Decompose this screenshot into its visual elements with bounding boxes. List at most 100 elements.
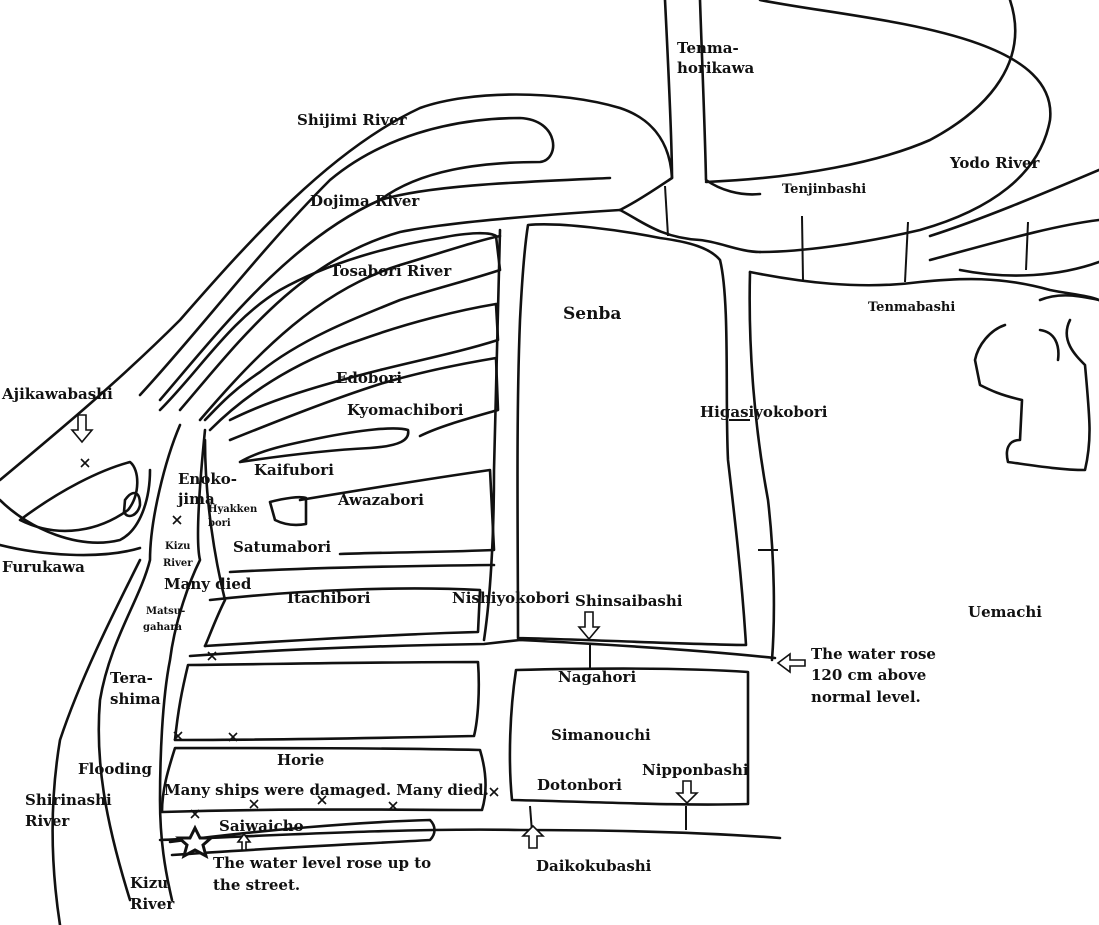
west-yoko-bank: [203, 438, 227, 648]
horie-district-label: Horie: [277, 751, 325, 769]
enoko-island: [122, 491, 142, 518]
yodo-river-east-bank: [928, 168, 1099, 238]
street-note-1: The water level rose up to: [213, 854, 432, 872]
ajikawabashi-label: Ajikawabashi: [2, 385, 113, 403]
daikokubashi-label: Daikokubashi: [536, 857, 652, 875]
itachibori-bank: [203, 587, 482, 648]
star-icon: [175, 824, 215, 860]
hyakken-bori-label-1: Hyakken: [208, 504, 258, 515]
furukawa-label: Furukawa: [2, 558, 85, 576]
edobori-bank: [208, 302, 500, 432]
kyomachibori-label: Kyomachibori: [347, 401, 464, 419]
higasiyokobori-east-bank: [748, 270, 776, 662]
tosabori-bank-south: [158, 231, 502, 422]
kizu-river-upper-label-1: Kizu: [165, 541, 191, 552]
yodo-river-east-bank-2: [928, 218, 1099, 262]
satumabori-bank: [228, 563, 496, 574]
kizu-river-west-bank: [97, 423, 182, 902]
street-note-2: the street.: [213, 876, 301, 894]
x-mark-icon: [80, 458, 499, 819]
edobori-label: Edobori: [336, 369, 403, 387]
itachibori-label: Itachibori: [287, 589, 371, 607]
water-rose-note-2: 120 cm above: [811, 666, 927, 684]
okawa-south-bank: [748, 270, 1099, 302]
kizu-river-east-bank: [158, 428, 207, 902]
hyakken-bori-label-2: bori: [208, 518, 231, 529]
dojima-island-south: [178, 208, 622, 412]
nagahori-north-bank: [188, 638, 777, 660]
saiwaicho-district-label: Saiwaicho: [219, 817, 304, 835]
water-rose-note-3: normal level.: [811, 688, 921, 706]
saiwaicho-block: [168, 818, 436, 857]
higasiyokobori-label: Higasiyokobori: [700, 403, 828, 421]
nishiyokobori-west-bank: [482, 228, 502, 642]
kizu-river-lower-label-2: River: [130, 895, 175, 913]
awazabori-label: Awazabori: [338, 491, 424, 509]
shirinashi-river-label-1: Shirinashi: [25, 791, 112, 809]
enoko-jima-label-2: jima: [178, 490, 215, 508]
left-arrow-icon: [776, 652, 806, 674]
hyakken-island: [268, 495, 308, 527]
okawa-north-bank: [618, 208, 762, 254]
furukawa-bank: [0, 543, 142, 557]
up-arrow-icon: [236, 832, 252, 851]
down-arrow-icon: [675, 780, 699, 805]
dotonbori-south-bank: [158, 828, 782, 842]
castle-moat-outline: [973, 294, 1099, 472]
shirinashi-river-label-2: River: [25, 812, 70, 830]
senba-district-label: Senba: [563, 304, 622, 324]
bridge-tick: [904, 221, 909, 283]
water-rose-note-1: The water rose: [811, 645, 936, 663]
nipponbashi-label: Nipponbashi: [642, 761, 749, 779]
tenma-horikawa-bank-west: [618, 0, 674, 212]
dojima-river-label: Dojima River: [310, 192, 420, 210]
yodo-river-east-bank-3: [958, 260, 1099, 277]
ajikawa-lower-bank: [0, 468, 152, 544]
tosabori-bank-north: [198, 234, 502, 422]
horie-north-block: [173, 660, 481, 742]
yodo-river-north-bank: [758, 0, 1052, 254]
shijimi-river-north-bank: [0, 93, 674, 482]
awazabori-bank: [298, 468, 496, 556]
down-arrow-icon: [577, 611, 601, 641]
tenma-horikawa-label-1: Tenma-: [677, 39, 739, 57]
shinsaibashi-label: Shinsaibashi: [575, 592, 683, 610]
tenjinbashi-label: Tenjinbashi: [782, 182, 867, 197]
tenmabashi-label: Tenmabashi: [868, 300, 956, 315]
matsugahara-label-2: gahara: [143, 622, 182, 633]
shijimi-river-south-bank: [138, 116, 555, 397]
dotonbori-label: Dotonbori: [537, 776, 622, 794]
many-died-note: Many died: [164, 575, 252, 593]
bridge-tick: [801, 215, 804, 281]
tenma-horikawa-label-2: horikawa: [677, 59, 755, 77]
shijimi-river-label: Shijimi River: [297, 111, 407, 129]
bridge-tick: [664, 185, 669, 237]
simanouchi-district-label: Simanouchi: [551, 726, 651, 744]
flooding-note: Flooding: [78, 760, 152, 778]
ajikawa-island: [18, 460, 139, 533]
up-arrow-icon: [521, 824, 545, 849]
tosabori-river-label: Tosabori River: [330, 262, 452, 280]
down-arrow-icon: [70, 414, 94, 444]
ships-damaged-note: Many ships were damaged. Many died.: [164, 781, 489, 799]
kizu-river-lower-label-1: Kizu: [130, 874, 169, 892]
kizu-river-upper-label-2: River: [163, 558, 193, 569]
senba-block: [516, 223, 748, 647]
matsugahara-label-1: Matsu-: [146, 606, 186, 617]
kaifubori-label: Kaifubori: [254, 461, 334, 479]
bridge-tick: [1025, 221, 1029, 271]
nagahori-label: Nagahori: [558, 668, 637, 686]
yodo-river-label: Yodo River: [950, 154, 1040, 172]
kyomachibori-bank: [228, 356, 500, 442]
terashima-label-2: shima: [110, 690, 161, 708]
terashima-label-1: Tera-: [110, 669, 153, 687]
dojima-island-north: [158, 176, 612, 402]
tenma-horikawa-bank-east: [698, 0, 762, 196]
nishiyokobori-label: Nishiyokobori: [452, 589, 570, 607]
enoko-jima-label-1: Enoko-: [178, 470, 237, 488]
shirinashi-west-bank: [51, 558, 142, 925]
yodo-river-main-bank-north: [704, 0, 1017, 184]
simanouchi-block: [508, 667, 750, 806]
uemachi-district-label: Uemachi: [968, 603, 1042, 621]
